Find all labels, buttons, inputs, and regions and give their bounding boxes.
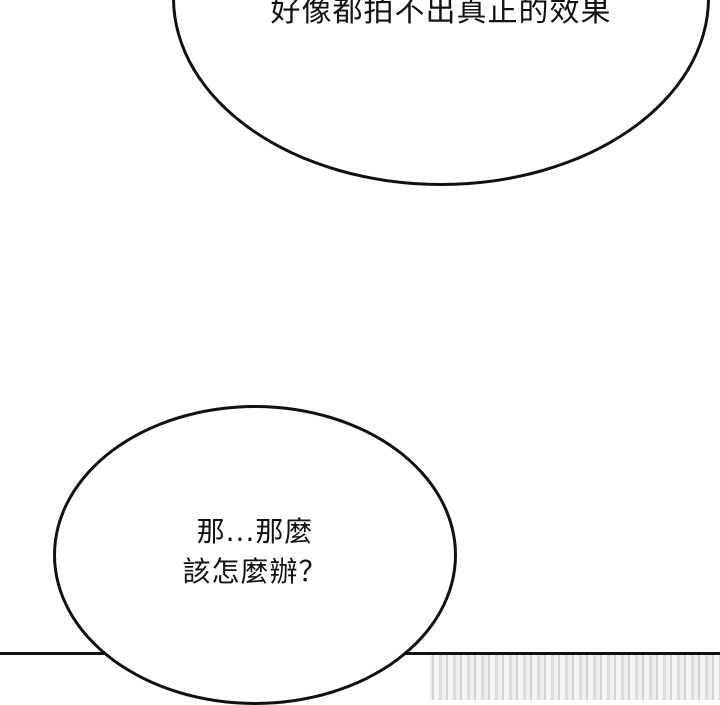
speech-bubble-top-text: 好像都拍不出真正的效果: [270, 0, 612, 29]
speech-bubble-bottom-text: 那...那麼 該怎麼辦？: [182, 515, 328, 588]
speech-bubble-bottom: 那...那麼 該怎麼辦？: [53, 405, 457, 705]
speech-bubble-top: 好像都拍不出真正的效果: [172, 0, 710, 186]
